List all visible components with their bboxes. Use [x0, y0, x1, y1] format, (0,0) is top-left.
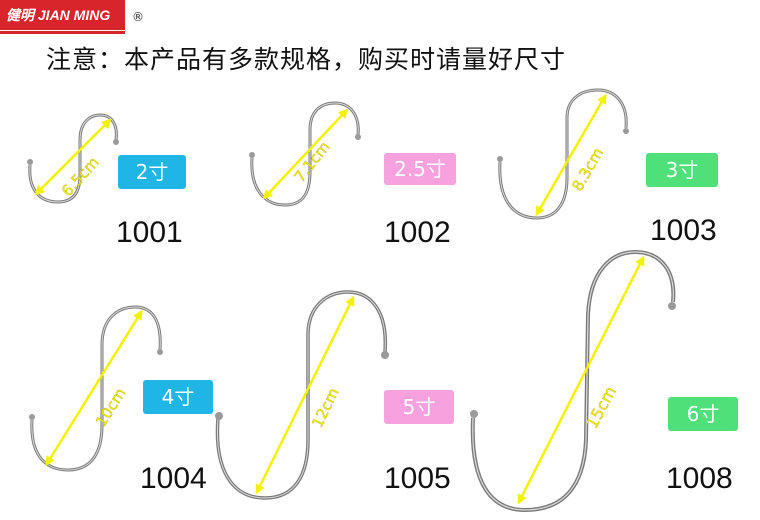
brand-name: 健明 JIAN MING	[6, 7, 111, 23]
brand-logo: 健明 JIAN MING	[0, 0, 125, 30]
brand-stripe	[0, 31, 125, 34]
model-number-1008: 1008	[666, 462, 733, 495]
hook-1004-icon	[29, 305, 163, 472]
size-badge-1001: 2寸	[118, 155, 186, 189]
registered-mark: ®	[132, 10, 144, 24]
length-label-1005: 12cm	[308, 385, 343, 431]
size-notice: 注意：本产品有多款规格，购买时请量好尺寸	[46, 45, 567, 74]
hook-1008-icon	[470, 249, 676, 513]
model-number-1004: 1004	[140, 462, 207, 495]
model-number-1003: 1003	[650, 214, 717, 247]
size-badge-1003: 3寸	[646, 153, 718, 187]
length-label-1004: 10cm	[92, 385, 129, 430]
hook-1003-icon	[497, 88, 629, 220]
size-badge-1004: 4寸	[143, 380, 213, 414]
size-badge-1005: 5寸	[384, 390, 454, 424]
model-number-1005: 1005	[384, 462, 451, 495]
hook-1005-icon	[215, 290, 389, 500]
size-badge-1002: 2.5寸	[384, 153, 456, 185]
model-number-1001: 1001	[116, 216, 183, 249]
size-badge-1008: 6寸	[668, 397, 738, 431]
hook-1001-icon	[27, 113, 119, 204]
model-number-1002: 1002	[384, 216, 451, 249]
hook-1002-icon	[249, 101, 361, 207]
